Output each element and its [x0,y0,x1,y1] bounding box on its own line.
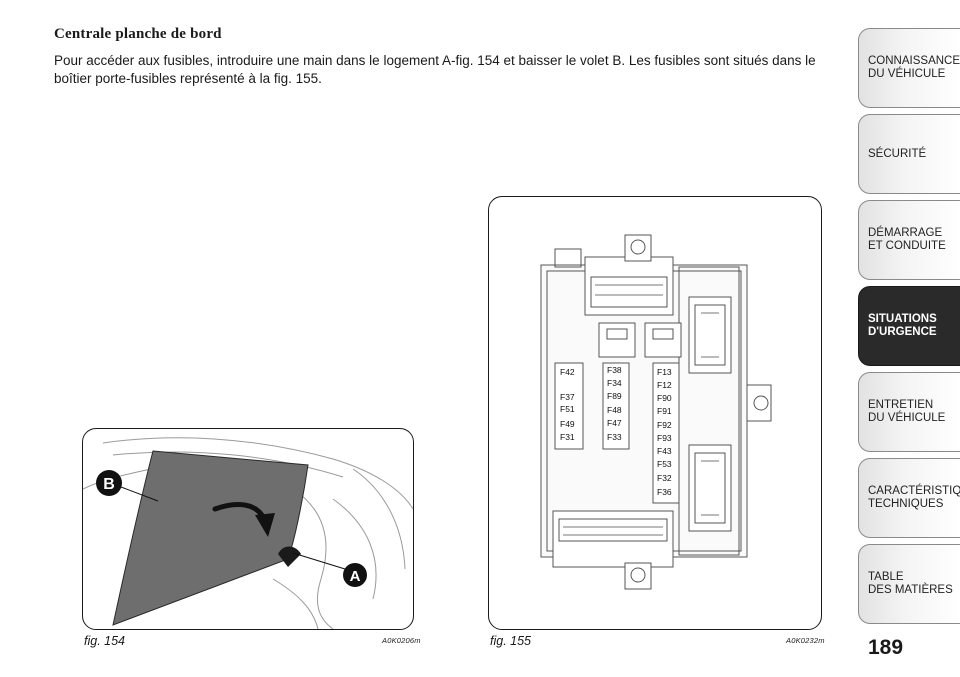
fuse-label: F93 [657,433,672,443]
fuse-label: F36 [657,487,672,497]
fuse-label: F90 [657,393,672,403]
fuse-label: F92 [657,420,672,430]
fuse-label: F33 [607,432,622,442]
figure-155: F42 F37 F51 F49 F31 F38 F34 F89 F48 F47 … [488,196,822,630]
fuse-label: F89 [607,391,622,401]
page-number: 189 [868,636,904,659]
fuse-label: F91 [657,406,672,416]
label-b: B [103,476,115,493]
section-title: Centrale planche de bord [54,26,222,42]
fuse-label: F34 [607,378,622,388]
intro-paragraph: Pour accéder aux fusibles, introduire un… [54,53,816,86]
fig-155-caption: fig. 155 [490,634,532,648]
fuse-label: F49 [560,419,575,429]
fuse-label: F51 [560,404,575,414]
fuse-label: F47 [607,418,622,428]
fuse-label: F12 [657,380,672,390]
housing-a [278,546,301,567]
fig-155-code: A0K0232m [786,636,825,645]
fuse-label: F32 [657,473,672,483]
fuse-box-diagram: F42 F37 F51 F49 F31 F38 F34 F89 F48 F47 … [540,234,772,590]
label-a: A [350,568,361,585]
fuse-label: F37 [560,392,575,402]
fig-154-caption: fig. 154 [84,634,126,648]
fig-154-code: A0K0206m [382,636,421,645]
label-b-badge [96,470,122,496]
fuse-label: F42 [560,367,575,377]
tab-connaissance-du-vehicule[interactable]: CONNAISSANCE DU VÉHICULE [858,28,960,108]
flap-b [112,450,309,626]
figure-154: B A [82,428,414,630]
tab-table-des-matieres[interactable]: TABLE DES MATIÈRES [858,544,960,624]
tab-securite[interactable]: SÉCURITÉ [858,114,960,194]
arrow-down-icon [255,513,275,537]
label-a-badge [343,563,367,587]
tab-caracteristiques-techniques[interactable]: CARACTÉRISTIQUES TECHNIQUES [858,458,960,538]
fuse-label: F31 [560,432,575,442]
fuse-label: F53 [657,459,672,469]
flap-illustration: B A [83,437,413,629]
tab-demarrage-et-conduite[interactable]: DÉMARRAGE ET CONDUITE [858,200,960,280]
fuse-label: F43 [657,446,672,456]
fuse-label: F38 [607,365,622,375]
fuse-label: F48 [607,405,622,415]
tab-entretien-du-vehicule[interactable]: ENTRETIEN DU VÉHICULE [858,372,960,452]
tab-situations-d-urgence[interactable]: SITUATIONS D'URGENCE [858,286,960,366]
fuse-label: F13 [657,367,672,377]
